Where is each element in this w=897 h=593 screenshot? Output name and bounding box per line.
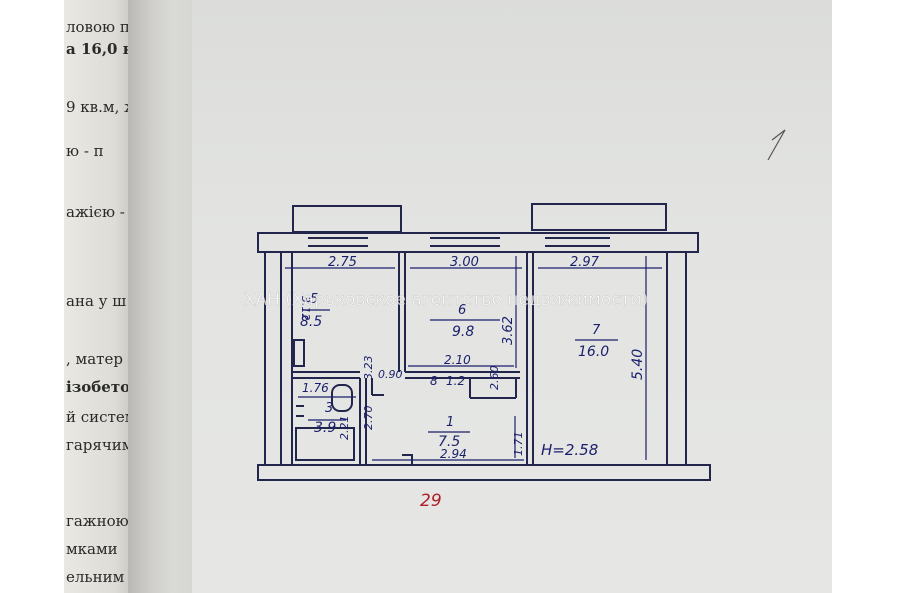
left-page-line: ельним [66,568,125,586]
bottom-exterior-wall [257,464,711,481]
left-page-line: ажією - н [66,203,140,221]
left-page-line: гажною [66,512,129,530]
dim-2-21: 2.21 [338,416,351,441]
left-page-line: ізобето [66,378,131,396]
room-1-number: 1 [446,415,454,430]
room-8-number: 8 [430,374,438,388]
left-document-page: ловою пло а 16,0 кв.м, 9 кв.м, ж ю - п а… [64,0,167,593]
toilet [331,384,353,412]
room-6-number: 6 [458,303,466,318]
entrance-door [402,454,413,465]
stove [293,339,305,367]
closet-8 [469,378,517,399]
left-page-line: 9 кв.м, ж [66,98,138,116]
dim-0-90: 0.90 [378,368,403,381]
right-exterior-wall [666,252,687,465]
dim-3-12: 3.12 [299,296,312,321]
room-7-area: 16.0 [578,344,609,360]
dim-3-00: 3.00 [450,255,479,270]
total-width-note: 29 [420,491,442,511]
dim-2-75: 2.75 [328,255,357,270]
room-8-area: 1.2 [446,374,465,388]
room-5-area: 8.5 [300,314,322,330]
balcony-right [531,203,667,231]
left-exterior-wall [264,252,282,465]
watermark-text: ХАН (Харьковское агентство недвижимости) [244,290,648,310]
plan-walls [257,203,711,481]
left-page-line: , матер [66,350,123,368]
window-room-5 [308,237,368,247]
room-3-number: 3 [325,401,333,416]
wall-6-7 [526,252,534,465]
room-5-number: 5 [310,292,318,307]
window-room-6 [430,237,500,247]
pencil-mark [767,129,786,161]
dim-2-60: 2.60 [488,366,501,391]
sink [296,405,304,417]
dim-5-40: 5.40 [630,349,646,380]
balcony-left [292,205,402,233]
wall-6-hall [405,371,520,379]
wall-5-bath [292,371,360,379]
left-page-line: ана у ш [66,292,127,310]
bathtub [295,427,355,461]
dim-2-70: 2.70 [362,406,375,431]
dim-2-94: 2.94 [440,447,467,461]
dim-1-71: 1.71 [512,432,525,457]
room-3-area: 3.9 [314,420,336,436]
wall-bath-hall [359,378,367,465]
left-page-line: ловою пло [66,18,149,36]
dim-2-97: 2.97 [570,255,600,270]
book-fold-shadow [128,0,192,593]
door-bath [371,378,384,396]
dim-1-76: 1.76 [302,381,329,395]
room-1-area: 7.5 [438,434,460,450]
left-page-line: ю - п [66,142,104,160]
top-exterior-wall [257,232,699,253]
left-page-line: мками [66,540,118,558]
dim-3-23: 3.23 [362,356,375,381]
left-page-line: гарячим [66,436,134,454]
window-room-7 [545,237,610,247]
left-page-line: й систем [66,408,137,426]
ceiling-height: H=2.58 [541,441,598,459]
room-6-area: 9.8 [452,324,474,340]
photo: ловою пло а 16,0 кв.м, 9 кв.м, ж ю - п а… [64,0,832,593]
floor-plan-sheet [192,0,832,593]
dim-3-62: 3.62 [501,316,516,345]
room-7-number: 7 [592,323,601,338]
dim-2-10: 2.10 [444,353,471,367]
wall-5-6 [398,252,406,372]
dimension-lines [285,129,786,461]
